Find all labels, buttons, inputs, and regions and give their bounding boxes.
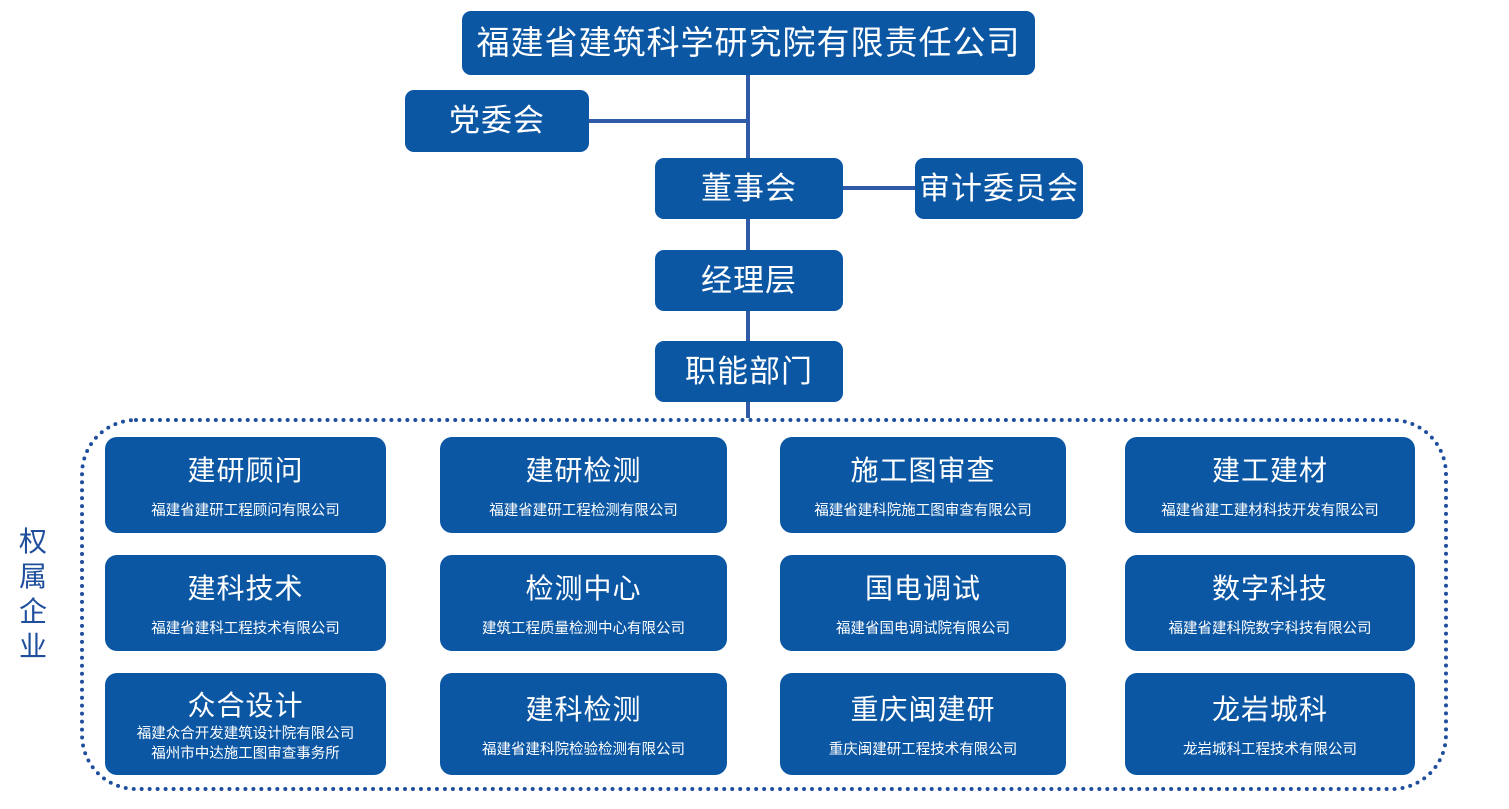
connector-board-manager-vertical	[746, 218, 750, 252]
node-board-label: 董事会	[701, 170, 797, 206]
subsidiary-name: 众合设计	[187, 689, 304, 721]
subsidiary-name: 建科检测	[525, 693, 642, 725]
subsidiary-card[interactable]: 建科技术 福建省建科工程技术有限公司	[105, 555, 386, 651]
subsidiary-name: 检测中心	[525, 572, 642, 604]
connector-board-audit-horizontal	[841, 186, 917, 190]
node-board-of-directors[interactable]: 董事会	[655, 158, 843, 219]
subsidiary-description: 福建省建工建材科技开发有限公司	[1161, 502, 1379, 519]
node-management[interactable]: 经理层	[655, 250, 843, 311]
connector-func-subsidiaries-vertical	[746, 401, 750, 431]
subsidiary-description: 福建众合开发建筑设计院有限公司	[136, 725, 355, 742]
subsidiary-description: 福建省建科院数字科技有限公司	[1168, 620, 1372, 637]
subsidiary-card[interactable]: 国电调试 福建省国电调试院有限公司	[780, 555, 1066, 651]
node-functional-departments[interactable]: 职能部门	[655, 341, 843, 402]
subsidiary-card[interactable]: 建工建材 福建省建工建材科技开发有限公司	[1125, 437, 1415, 533]
subsidiary-description: 建筑工程质量检测中心有限公司	[482, 620, 685, 637]
node-company[interactable]: 福建省建筑科学研究院有限责任公司	[462, 11, 1035, 75]
subsidiary-description: 重庆闽建研工程技术有限公司	[828, 741, 1018, 758]
subsidiary-name: 施工图审查	[850, 454, 996, 486]
side-label-char-2: 属	[18, 561, 47, 592]
subsidiary-card[interactable]: 众合设计 福建众合开发建筑设计院有限公司 福州市中达施工图审查事务所	[105, 673, 386, 775]
subsidiary-description: 福建省国电调试院有限公司	[836, 620, 1010, 637]
subsidiary-name: 建研检测	[525, 454, 642, 486]
subsidiary-card[interactable]: 建科检测 福建省建科院检验检测有限公司	[440, 673, 727, 775]
subsidiary-name: 国电调试	[864, 572, 981, 604]
side-label-char-4: 业	[18, 631, 47, 662]
subsidiary-name: 龙岩城科	[1211, 693, 1328, 725]
connector-party-horizontal	[586, 119, 748, 123]
subsidiary-card[interactable]: 建研检测 福建省建研工程检测有限公司	[440, 437, 727, 533]
side-label-affiliated-enterprises: 权 属 企 业	[10, 524, 56, 664]
subsidiary-description: 福建省建研工程检测有限公司	[489, 502, 678, 519]
node-functional-departments-label: 职能部门	[685, 353, 813, 389]
subsidiary-name: 数字科技	[1211, 572, 1328, 604]
subsidiary-description-2: 福州市中达施工图审查事务所	[151, 745, 340, 762]
connector-company-vertical	[746, 74, 750, 160]
subsidiary-description: 龙岩城科工程技术有限公司	[1183, 741, 1357, 758]
side-label-char-1: 权	[18, 526, 47, 557]
subsidiary-card[interactable]: 重庆闽建研 重庆闽建研工程技术有限公司	[780, 673, 1066, 775]
node-party-committee-label: 党委会	[449, 103, 545, 139]
subsidiary-card[interactable]: 数字科技 福建省建科院数字科技有限公司	[1125, 555, 1415, 651]
node-management-label: 经理层	[701, 262, 797, 298]
subsidiary-card[interactable]: 检测中心 建筑工程质量检测中心有限公司	[440, 555, 727, 651]
subsidiary-description: 福建省建科院施工图审查有限公司	[814, 502, 1032, 519]
node-party-committee[interactable]: 党委会	[405, 90, 589, 152]
node-audit-committee[interactable]: 审计委员会	[915, 158, 1083, 219]
side-label-char-3: 企	[18, 596, 47, 627]
subsidiary-description: 福建省建研工程顾问有限公司	[151, 502, 340, 519]
subsidiary-name: 建研顾问	[187, 454, 304, 486]
subsidiary-name: 建工建材	[1211, 454, 1328, 486]
subsidiary-card[interactable]: 施工图审查 福建省建科院施工图审查有限公司	[780, 437, 1066, 533]
subsidiary-card[interactable]: 建研顾问 福建省建研工程顾问有限公司	[105, 437, 386, 533]
subsidiary-card[interactable]: 龙岩城科 龙岩城科工程技术有限公司	[1125, 673, 1415, 775]
subsidiary-description: 福建省建科工程技术有限公司	[151, 620, 340, 637]
node-audit-committee-label: 审计委员会	[919, 170, 1079, 206]
subsidiary-name: 重庆闽建研	[850, 693, 996, 725]
subsidiary-description: 福建省建科院检验检测有限公司	[482, 741, 685, 758]
subsidiary-name: 建科技术	[187, 572, 304, 604]
connector-manager-func-vertical	[746, 310, 750, 343]
node-company-label: 福建省建筑科学研究院有限责任公司	[476, 24, 1021, 62]
